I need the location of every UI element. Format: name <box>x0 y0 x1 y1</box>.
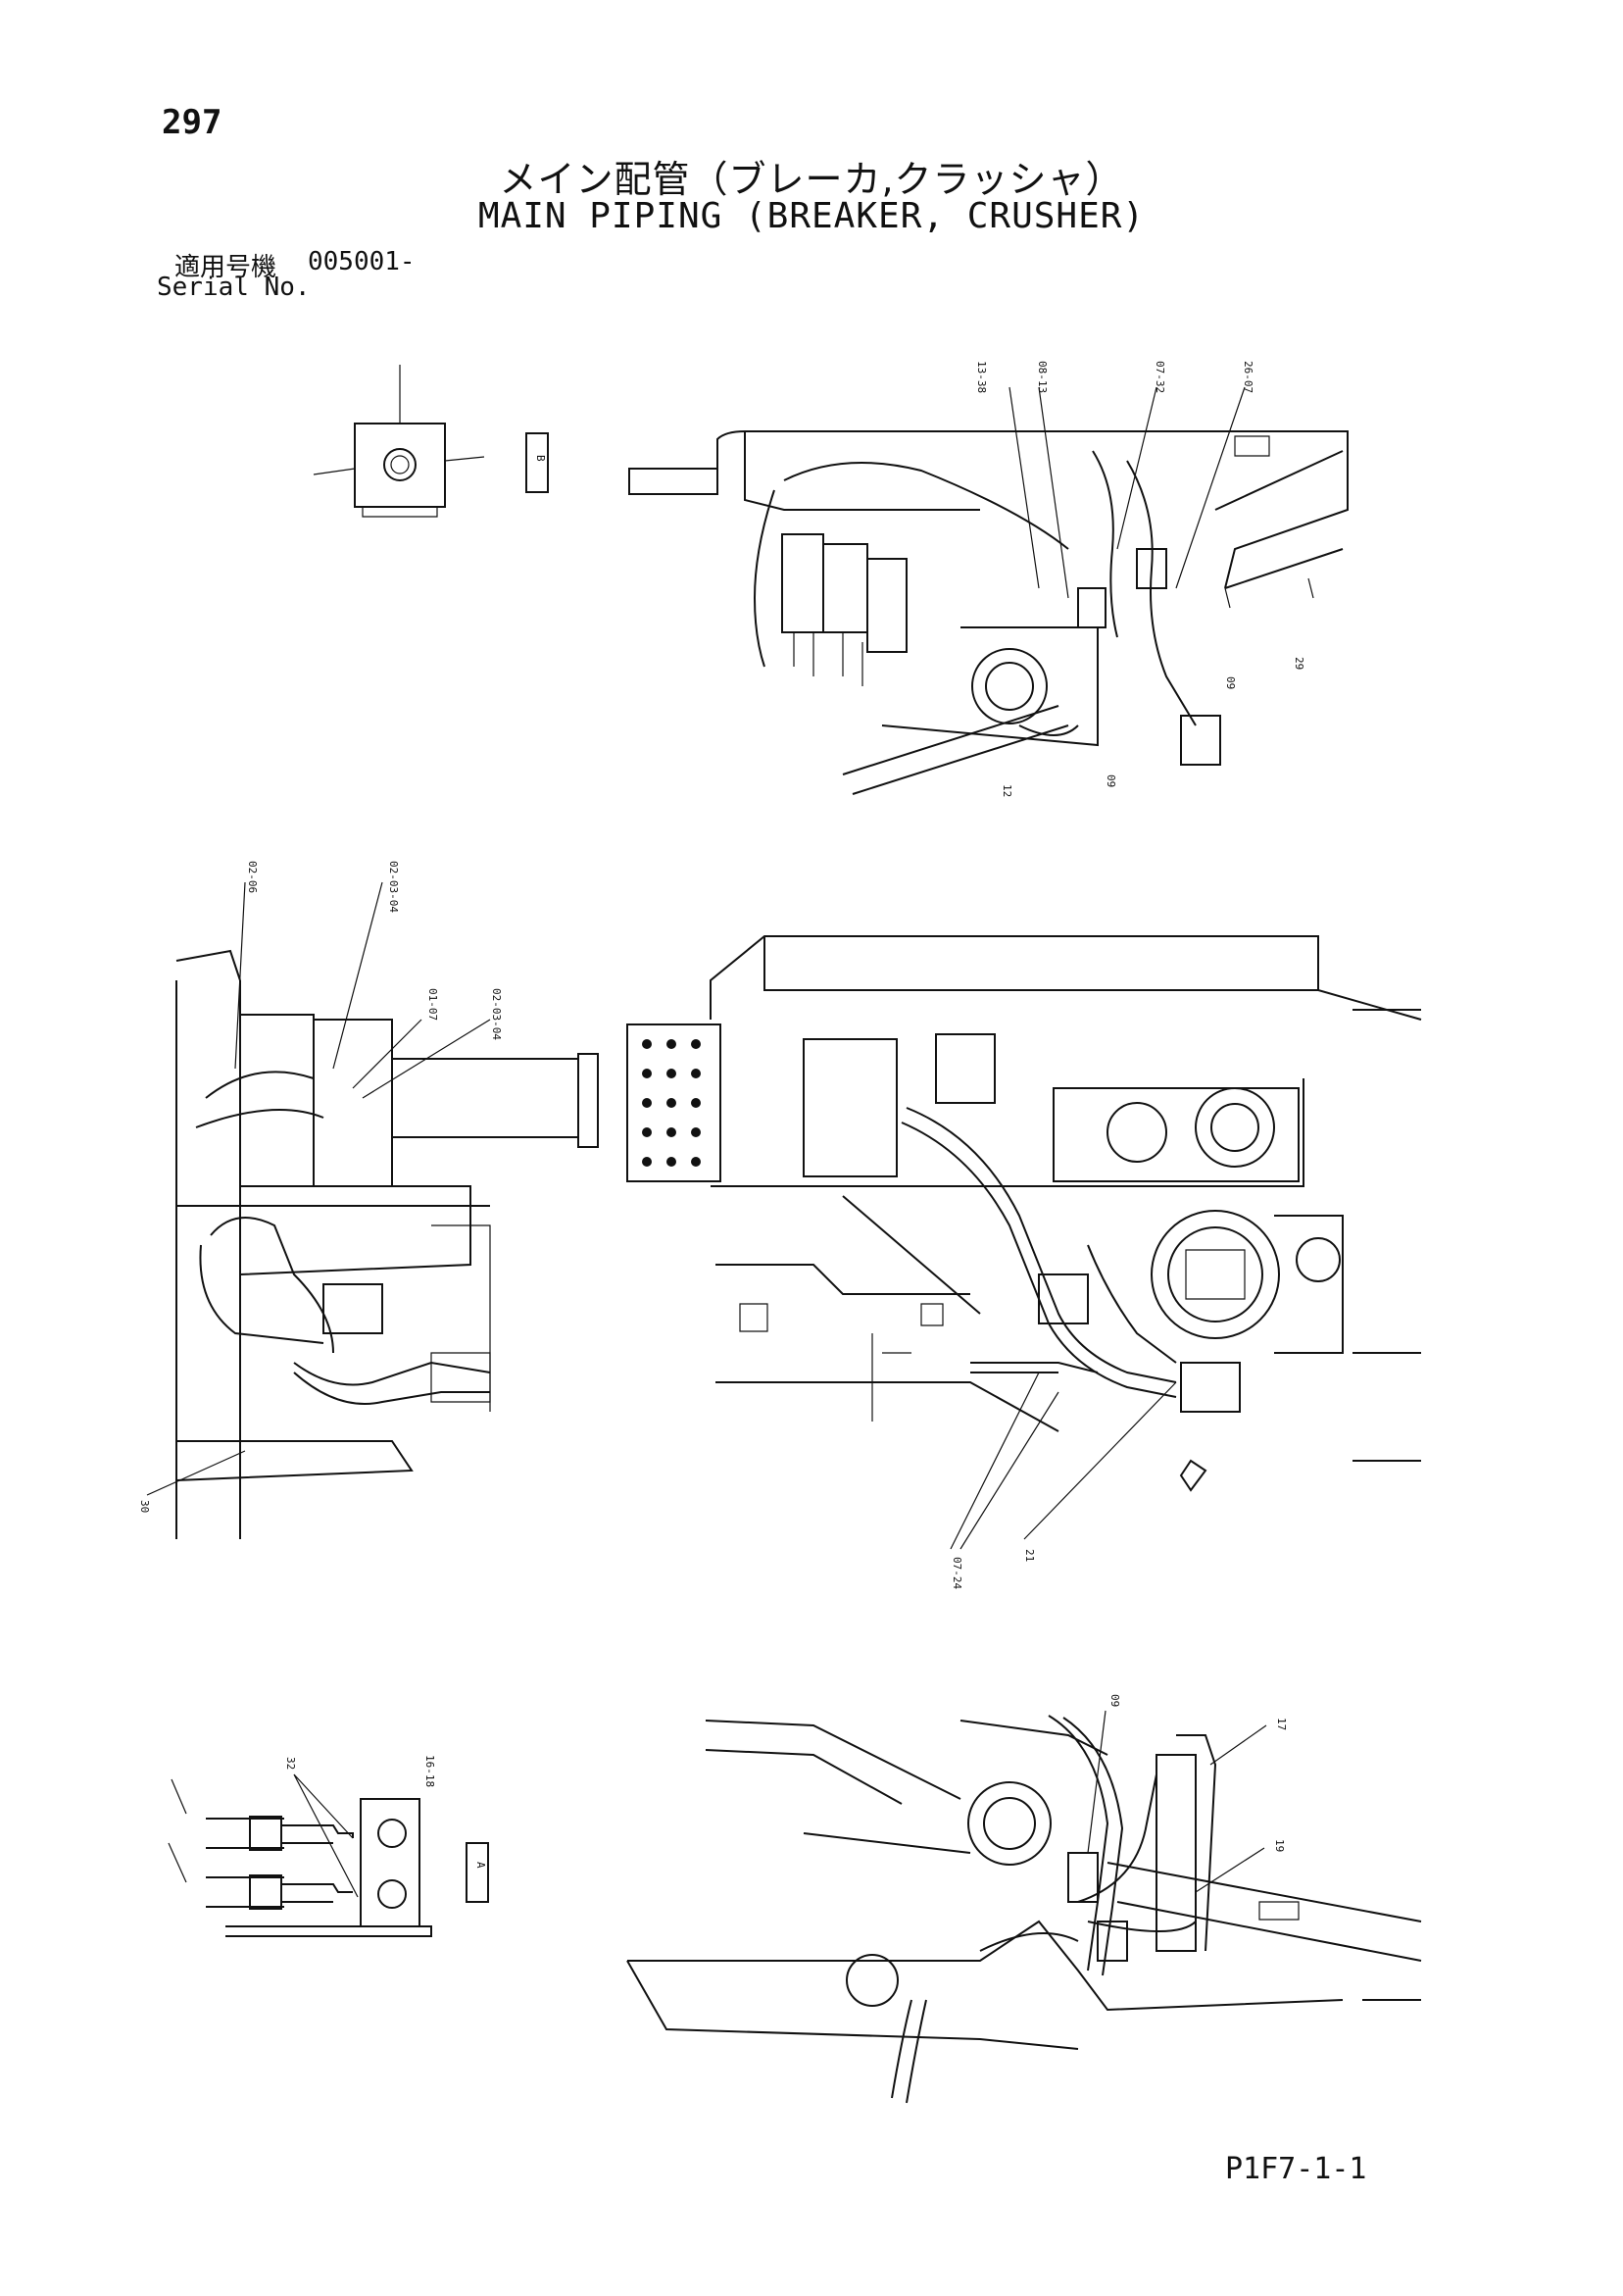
page-title-english: MAIN PIPING (BREAKER, CRUSHER) <box>477 196 1146 236</box>
callout-21: 21 <box>1023 1549 1036 1562</box>
callout-07-24: 07-24 <box>951 1557 963 1589</box>
callout-19: 19 <box>1273 1839 1286 1852</box>
top-right-view: 13-38 08-13 07-32 26-07 12 09 09 29 <box>629 361 1348 797</box>
detail-view-a: A 32 16-18 <box>169 1755 488 1936</box>
left-middle-view: 02-06 02-03-04 01-07 02-03-04 30 <box>138 861 598 1539</box>
callout-02-03-04-a: 02-03-04 <box>387 861 400 913</box>
callout-26-07: 26-07 <box>1242 361 1254 393</box>
callout-01-07: 01-07 <box>426 988 439 1021</box>
callout-09-bottom: 09 <box>1108 1694 1121 1707</box>
callout-09-b: 09 <box>1224 676 1237 689</box>
serial-label-japanese: 適用号機 <box>174 253 277 282</box>
page-number: 297 <box>162 103 222 142</box>
center-main-view: 07-24 21 <box>627 936 1421 1589</box>
document-code: P1F7-1-1 <box>1225 2152 1367 2186</box>
detail-view-b: B <box>314 365 548 517</box>
callout-07-32: 07-32 <box>1154 361 1166 393</box>
view-a-marker: A <box>474 1862 487 1869</box>
callout-29: 29 <box>1293 657 1305 670</box>
callout-12: 12 <box>1001 784 1013 797</box>
page-title-japanese: メイン配管（ブレーカ,クラッシャ） <box>499 158 1124 201</box>
bottom-right-view: 09 17 19 <box>627 1694 1421 2103</box>
callout-16-18: 16-18 <box>423 1755 436 1787</box>
callout-09-a: 09 <box>1105 774 1117 787</box>
callout-02-03-04-b: 02-03-04 <box>490 988 503 1040</box>
view-b-marker: B <box>534 455 547 462</box>
callout-02-06: 02-06 <box>246 861 259 893</box>
callout-17: 17 <box>1275 1718 1288 1730</box>
callout-08-13: 08-13 <box>1036 361 1049 393</box>
serial-label-english: Serial No. <box>157 273 311 302</box>
callout-32: 32 <box>284 1757 297 1770</box>
callout-13-38: 13-38 <box>975 361 988 393</box>
callout-30: 30 <box>138 1500 151 1513</box>
serial-number-value: 005001- <box>308 247 416 276</box>
